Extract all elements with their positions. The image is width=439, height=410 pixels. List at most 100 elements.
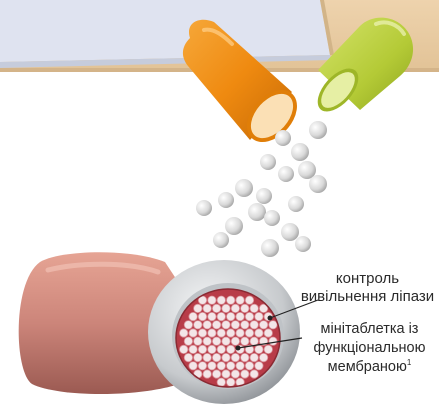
minitablet <box>197 361 208 371</box>
minitablet <box>188 328 198 338</box>
minitablet <box>216 377 226 387</box>
label-minitab-line3: мембраною1 <box>300 358 439 377</box>
minitablet <box>254 361 264 371</box>
minitablet <box>258 303 269 313</box>
minitablet <box>193 336 203 346</box>
minitablet <box>226 377 236 387</box>
minitablet <box>230 336 240 346</box>
label-minitab-line2: функціональною <box>313 340 426 356</box>
minitablet <box>212 303 222 313</box>
minitablet <box>202 320 212 330</box>
minitablet <box>221 352 231 363</box>
minitablet <box>268 320 278 330</box>
minitablet <box>240 320 250 330</box>
minitablet <box>254 344 264 354</box>
minitablet <box>226 361 236 371</box>
pink-capsule-icon <box>18 252 191 395</box>
minitablet <box>221 320 231 330</box>
minitablet <box>188 311 198 322</box>
orange-capsule-half <box>182 19 297 143</box>
minitablet <box>188 361 198 371</box>
minitablet <box>216 361 226 371</box>
label-release-line1: контроль <box>335 270 400 287</box>
minitablet <box>221 369 231 379</box>
minitablet <box>240 369 250 379</box>
minitablet <box>207 344 217 354</box>
minitablet <box>254 311 264 322</box>
minitablet <box>249 336 259 346</box>
minitablet <box>235 311 245 322</box>
minitablet <box>207 328 217 338</box>
minitablet <box>202 369 212 379</box>
minitablet <box>221 303 231 313</box>
minitablet <box>216 328 226 338</box>
minitablet <box>240 303 250 313</box>
minitablet <box>226 295 236 305</box>
minitablet <box>226 344 236 354</box>
minitablet <box>235 361 245 371</box>
minitablet <box>249 352 259 363</box>
minitablet <box>230 369 240 379</box>
minitablet <box>216 295 226 305</box>
minitablet <box>230 320 240 330</box>
minitablet <box>212 352 222 363</box>
minitablet <box>263 328 273 338</box>
label-minitab-line1: мінітаблетка із <box>320 321 419 337</box>
minitablet <box>197 344 208 354</box>
minitablet <box>235 295 245 305</box>
minitablet <box>230 352 240 363</box>
minitablet <box>188 344 198 354</box>
minitablet <box>212 320 222 330</box>
minitablet <box>254 328 264 338</box>
minitablet <box>183 352 193 363</box>
minitablet <box>212 369 222 379</box>
minitablet <box>258 352 269 363</box>
label-release-line2: вивільнення ліпази <box>300 288 435 305</box>
minitablet <box>193 320 203 330</box>
minitablet <box>249 303 259 313</box>
minitablet <box>216 311 226 322</box>
minitablet <box>179 344 189 354</box>
minitablet <box>193 303 203 313</box>
minitablet <box>183 336 193 346</box>
minitablet <box>183 320 193 330</box>
minitablet <box>240 352 250 363</box>
green-capsule-half <box>317 17 414 112</box>
label-minitablet-membrane: мінітаблетка із функціональною мембраною… <box>300 320 439 377</box>
minitablet <box>212 336 222 346</box>
capsule-cross-section <box>148 260 300 404</box>
minitablet <box>240 336 250 346</box>
minitablet <box>244 295 255 305</box>
minitablet <box>249 369 259 379</box>
minitablet <box>244 361 255 371</box>
pellets <box>196 121 327 257</box>
minitablet <box>244 344 255 354</box>
minitablet <box>216 344 226 354</box>
label-minitab-line3-text: мембраною <box>327 359 407 375</box>
minitablet <box>258 320 269 330</box>
minitablet <box>230 303 240 313</box>
minitablet <box>263 344 273 354</box>
minitablet <box>207 295 217 305</box>
minitablet <box>244 328 255 338</box>
minitablet <box>193 352 203 363</box>
minitablet <box>193 369 203 379</box>
minitablet <box>202 336 212 346</box>
minitablet <box>221 336 231 346</box>
label-lipase-release-control: контроль вивільнення ліпази <box>296 270 439 306</box>
footnote-marker: 1 <box>406 358 412 368</box>
leader-lines <box>235 299 319 351</box>
minitablet <box>226 328 236 338</box>
minitablet <box>207 311 217 322</box>
minitablet <box>197 311 208 322</box>
minitablet <box>226 311 236 322</box>
minitablet <box>202 352 212 363</box>
minitablet <box>235 328 245 338</box>
minitablet <box>197 328 208 338</box>
minitablet <box>244 311 255 322</box>
minitablet <box>207 361 217 371</box>
minitablet <box>202 303 212 313</box>
minitablet <box>179 328 189 338</box>
